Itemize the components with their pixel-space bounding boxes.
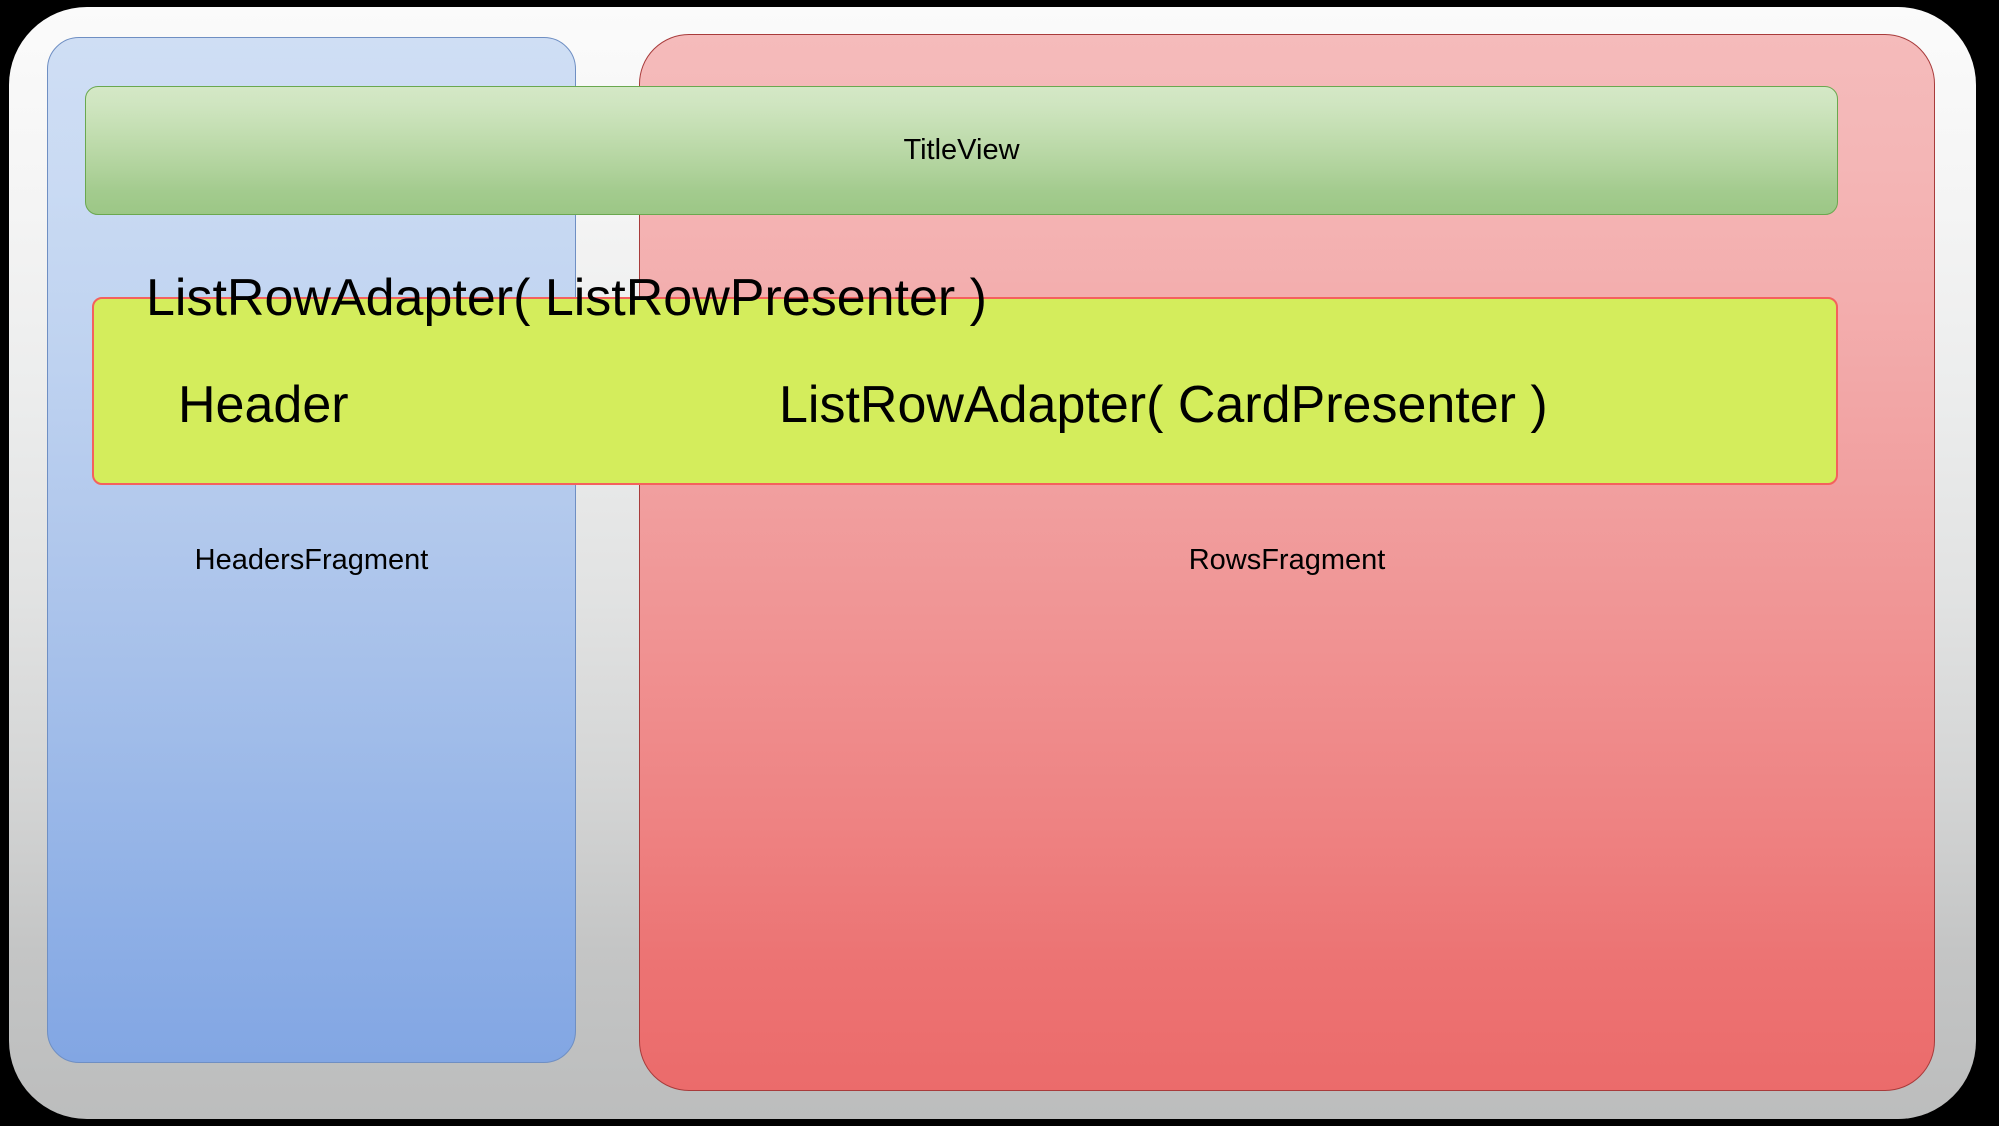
rows-fragment-label: RowsFragment (1188, 544, 1386, 576)
title-view-box[interactable]: TitleView (85, 86, 1838, 215)
title-view-label: TitleView (903, 134, 1020, 166)
card-presenter-label: ListRowAdapter( CardPresenter ) (779, 376, 1548, 434)
header-label: Header (178, 376, 349, 434)
headers-fragment-label: HeadersFragment (194, 544, 429, 576)
list-row-adapter-box[interactable] (92, 297, 1838, 485)
list-row-presenter-label: ListRowAdapter( ListRowPresenter ) (146, 269, 987, 327)
